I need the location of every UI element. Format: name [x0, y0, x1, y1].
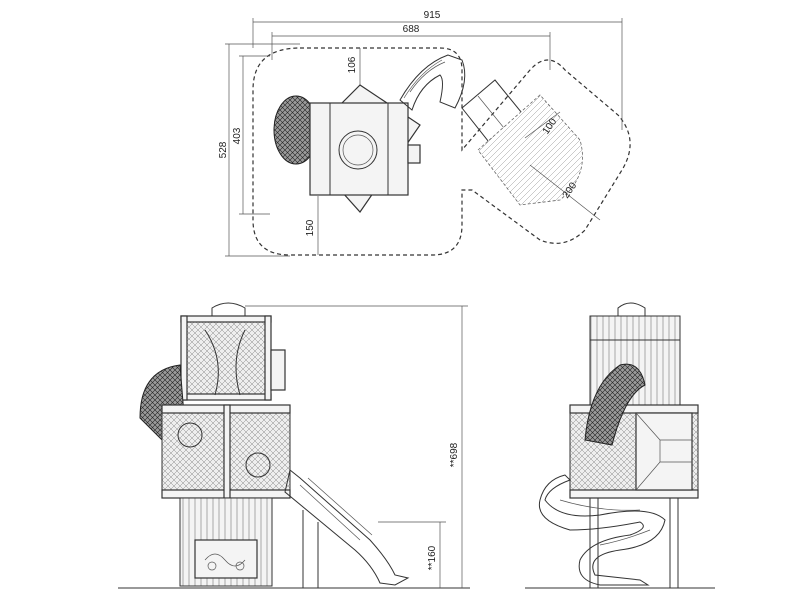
tube-slide-plan: [399, 54, 466, 111]
slide-exit-area: [477, 94, 583, 206]
dim-overall-width: 915: [424, 10, 441, 21]
roof-hatch: [338, 130, 378, 170]
top-view: 915 688 528 403 106 150: [218, 10, 631, 257]
safety-zone-outline: [252, 47, 631, 256]
porthole-right: [245, 452, 271, 478]
side-net-tunnel: [584, 363, 646, 446]
spiral-slide: [538, 474, 666, 586]
dim-inner-depth: 403: [232, 127, 243, 144]
dim-slide-exit-height: **160: [427, 545, 438, 570]
tube-slide-front: [284, 469, 410, 586]
front-elevation: **698 **160: [118, 302, 470, 589]
side-open-panel: [635, 412, 693, 491]
dim-inner-width: 688: [403, 24, 420, 35]
dim-overall-depth: 528: [218, 141, 229, 158]
decorative-panel: [194, 539, 258, 579]
dim-total-height: **698: [449, 442, 460, 467]
upper-tower-box: [180, 315, 272, 401]
porthole-left: [177, 422, 203, 448]
ladder-step: [407, 144, 421, 164]
dim-bottom-offset: 150: [305, 219, 316, 236]
dim-top-offset: 106: [347, 56, 358, 73]
tower-roof: [309, 102, 409, 196]
side-elevation: [525, 302, 715, 589]
